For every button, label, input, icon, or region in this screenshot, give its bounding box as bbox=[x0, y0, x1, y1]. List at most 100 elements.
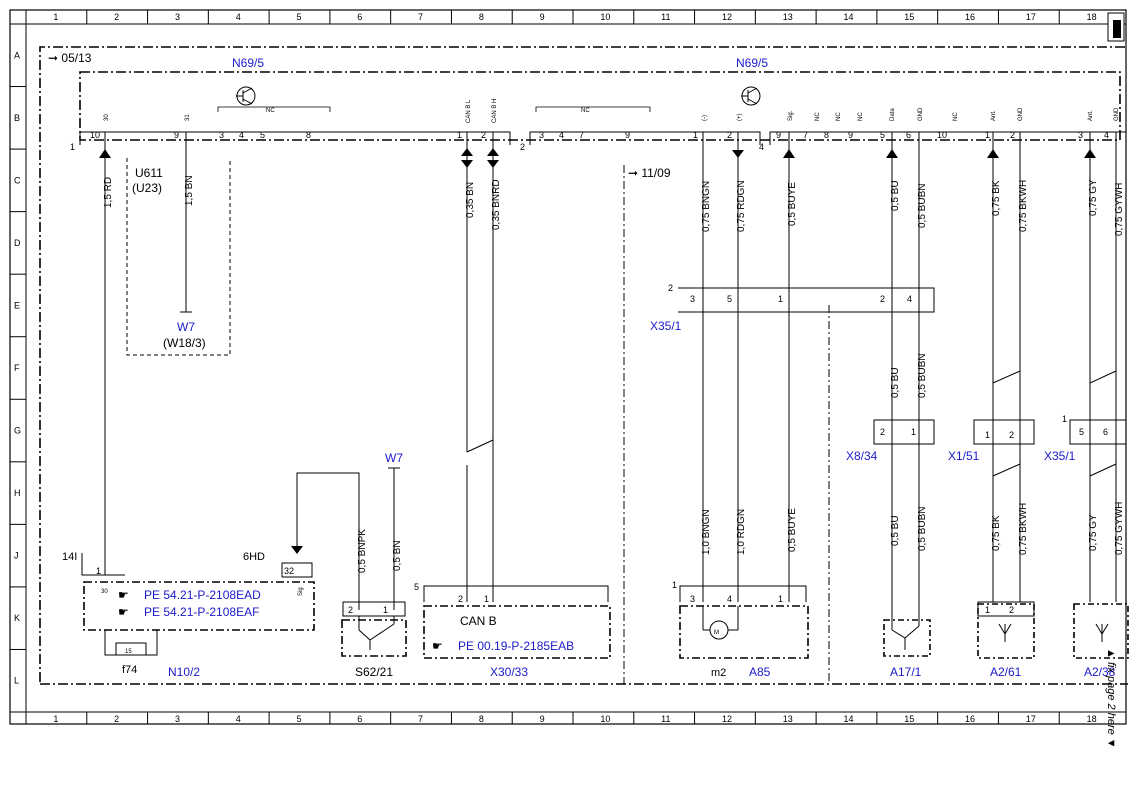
connector-strip-2 bbox=[529, 131, 761, 145]
pe-note-2[interactable]: ☛ PE 54.21-P-2108EAF bbox=[118, 605, 259, 619]
pin-7c: 7 bbox=[803, 130, 808, 140]
a2-61-pin-2: 2 bbox=[1009, 605, 1014, 615]
fn-ant1: Ant. bbox=[991, 110, 997, 121]
column-number: 5 bbox=[297, 12, 302, 22]
antenna-icon bbox=[998, 623, 1012, 642]
fn-sig: Sig. bbox=[788, 110, 794, 121]
row-letter: K bbox=[14, 613, 20, 623]
pe-link-3[interactable]: PE 00.19-P-2185EAB bbox=[458, 639, 574, 653]
column-number: 3 bbox=[175, 12, 180, 22]
x35-pin-4: 4 bbox=[907, 294, 912, 304]
connector-strip-1 bbox=[79, 131, 511, 145]
fn-gnd3: GND bbox=[1114, 107, 1120, 121]
column-number: 6 bbox=[357, 12, 362, 22]
wire-label: 0,5 BUYE bbox=[787, 182, 798, 226]
row-letter: H bbox=[14, 488, 21, 498]
hand-pointer-icon: ☛ bbox=[432, 639, 443, 653]
fn-nc6: NC bbox=[953, 112, 959, 121]
x35b-pin-6: 6 bbox=[1103, 427, 1108, 437]
a2-38-box bbox=[1073, 603, 1129, 659]
pin-1e: 1 bbox=[985, 130, 990, 140]
column-number: 9 bbox=[540, 714, 545, 724]
a85-pin-1: 1 bbox=[778, 594, 783, 604]
page-ref-to: ➞ 11/09 bbox=[628, 166, 671, 180]
wire-label: 0,5 BN bbox=[392, 540, 403, 571]
f74-label: f74 bbox=[122, 664, 137, 676]
pin-5d: 5 bbox=[880, 130, 885, 140]
row-letter: F bbox=[14, 363, 20, 373]
column-number: 4 bbox=[236, 12, 241, 22]
wire-label: 0,5 BUBN bbox=[917, 354, 928, 398]
x8-pin-1: 1 bbox=[911, 427, 916, 437]
x35-b-connector-number: 1 bbox=[1062, 414, 1067, 424]
n10-2-box bbox=[83, 581, 315, 631]
u611-label: U611 bbox=[135, 166, 163, 180]
a2-61-box bbox=[977, 603, 1035, 659]
x35-1-b-label: X35/1 bbox=[1044, 449, 1076, 463]
hand-pointer-icon: ☛ bbox=[118, 605, 129, 619]
column-number: 4 bbox=[236, 714, 241, 724]
transistor-icon-right bbox=[741, 86, 761, 106]
x35-1-connector-number: 2 bbox=[668, 283, 673, 293]
x1-51-connector bbox=[973, 419, 1035, 445]
a85-pin-3: 3 bbox=[690, 594, 695, 604]
row-letter: A bbox=[14, 50, 20, 60]
wire-label: 1,5 BN bbox=[184, 175, 195, 206]
wire-label: 0,35 BN bbox=[465, 182, 476, 218]
pin-3: 3 bbox=[219, 130, 224, 140]
fn-nc5: NC bbox=[858, 112, 864, 121]
conn-4-label: 4 bbox=[759, 142, 764, 152]
wire-label: 0,75 GY bbox=[1088, 514, 1099, 551]
w18-3-label: (W18/3) bbox=[163, 336, 206, 350]
label-14i: 14I bbox=[62, 551, 77, 563]
wire-label: 1,5 RD bbox=[103, 177, 114, 208]
wire-label: 0,5 BUBN bbox=[917, 507, 928, 551]
pin-10d: 10 bbox=[937, 130, 947, 140]
pin-9c: 9 bbox=[776, 130, 781, 140]
row-letter: E bbox=[14, 300, 20, 310]
pin-2e: 2 bbox=[1010, 130, 1015, 140]
fn-canbl: CAN B L bbox=[466, 99, 472, 123]
pe-note-3[interactable]: ☛ PE 00.19-P-2185EAB bbox=[432, 639, 574, 653]
wire-label: 0,75 BK bbox=[991, 515, 1002, 551]
pe-link-1[interactable]: PE 54.21-P-2108EAD bbox=[144, 588, 261, 602]
fn-31: 31 bbox=[185, 114, 191, 121]
pin-5: 5 bbox=[260, 130, 265, 140]
pe-link-2[interactable]: PE 54.21-P-2108EAF bbox=[144, 605, 259, 619]
x1-51-label: X1/51 bbox=[948, 449, 980, 463]
a85-label: A85 bbox=[749, 665, 771, 679]
a2-38-label: A2/38 bbox=[1084, 665, 1116, 679]
a17-1-label: A17/1 bbox=[890, 665, 922, 679]
pin-1-canbl: 1 bbox=[457, 130, 462, 140]
motor-m2-icon: M bbox=[702, 606, 739, 640]
column-number: 12 bbox=[722, 12, 732, 22]
page-ref-from: ➞ 05/13 bbox=[48, 51, 92, 65]
column-number: 7 bbox=[418, 12, 423, 22]
nc-label-2: NC bbox=[581, 108, 590, 114]
a17-1-box bbox=[883, 619, 931, 657]
n10-pin-sig: Sig bbox=[298, 587, 304, 596]
wire-label: 0,75 BK bbox=[991, 180, 1002, 216]
x30-conn-number: 5 bbox=[414, 582, 419, 592]
column-number: 6 bbox=[357, 714, 362, 724]
wire-label: 0,5 BNPK bbox=[357, 529, 368, 573]
column-number: 16 bbox=[965, 12, 975, 22]
column-number: 14 bbox=[844, 12, 854, 22]
svg-text:M: M bbox=[714, 630, 719, 636]
x35-1-label: X35/1 bbox=[650, 319, 682, 333]
fn-gnd2: GND bbox=[1018, 107, 1024, 121]
column-number: 1 bbox=[53, 714, 58, 724]
hand-pointer-icon: ☛ bbox=[118, 588, 129, 602]
x8-34-label: X8/34 bbox=[846, 449, 878, 463]
x35b-pin-5: 5 bbox=[1079, 427, 1084, 437]
row-letter: J bbox=[14, 551, 19, 561]
x35-1-connector bbox=[678, 287, 935, 313]
x35-pin-1: 1 bbox=[778, 294, 783, 304]
terminal-arrows bbox=[99, 148, 1096, 554]
nc-bracket-1 bbox=[217, 106, 331, 112]
pe-note-1[interactable]: ☛ PE 54.21-P-2108EAD bbox=[118, 588, 261, 602]
s62-pin-2: 2 bbox=[348, 605, 353, 615]
row-letter: L bbox=[14, 676, 19, 686]
pin-9d: 9 bbox=[848, 130, 853, 140]
